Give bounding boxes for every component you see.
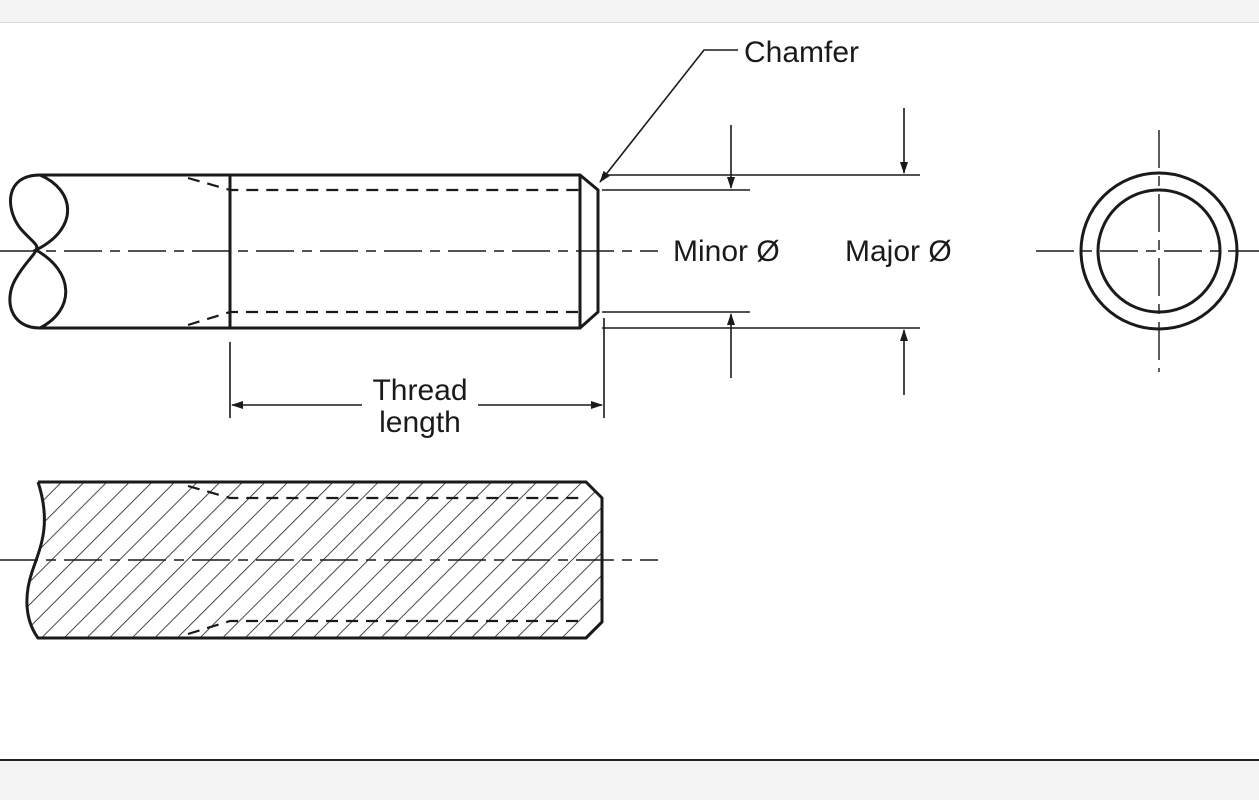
minor-hidden-top	[187, 176, 580, 192]
section-hatch	[26, 482, 603, 638]
section-view	[0, 480, 658, 640]
section-outline	[25, 480, 604, 640]
minor-hidden-bottom	[187, 310, 580, 327]
end-view	[1036, 130, 1259, 372]
side-view: Thread length Chamfer Minor Ø Major Ø	[0, 36, 952, 439]
thread-label-line1: Thread	[372, 374, 467, 407]
section-minor-top	[187, 484, 586, 500]
shaft-outline	[8, 173, 600, 330]
chamfer-leader	[599, 49, 738, 183]
major-diameter-label: Major Ø	[845, 235, 952, 268]
break-line	[32, 173, 70, 330]
chamfer-label: Chamfer	[744, 36, 859, 69]
thread-label-line2: length	[379, 406, 461, 439]
section-minor-bottom	[187, 619, 586, 636]
minor-diameter-label: Minor Ø	[673, 235, 780, 268]
